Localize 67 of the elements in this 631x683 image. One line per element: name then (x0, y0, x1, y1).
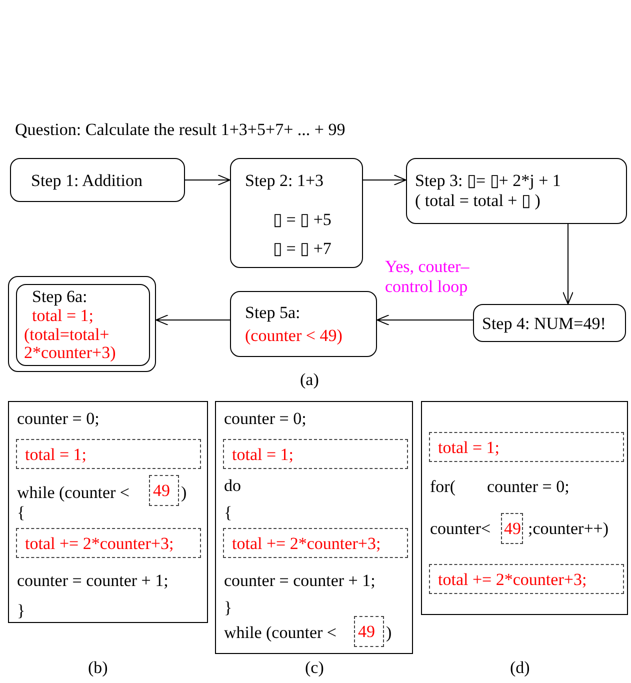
code-line: 49 (504, 519, 521, 539)
dashed-highlight-box (16, 528, 201, 558)
code-panel (8, 401, 208, 623)
subfigure-caption: (a) (300, 370, 319, 390)
arrow (376, 314, 474, 326)
step-text: Step 2: 1+3 (245, 171, 324, 191)
step-text: (total=total+ 2*counter+3) (24, 326, 117, 362)
code-line: } (224, 598, 232, 618)
arrow (156, 314, 230, 326)
arrow (184, 174, 230, 186)
step-text: (counter < 49) (245, 326, 342, 346)
step-text: ( total = total + ▯ ) (415, 191, 540, 211)
step-text: Step 5a: (245, 303, 300, 323)
code-panel (421, 401, 628, 615)
code-line: } (17, 601, 26, 621)
code-line: total = 1; (232, 445, 294, 465)
code-panel (215, 401, 413, 654)
arrow (362, 174, 406, 186)
code-line: do (224, 476, 241, 496)
code-line: counter = 0; (224, 409, 306, 429)
code-line: for( (430, 477, 456, 497)
dashed-highlight-box (354, 616, 384, 647)
code-line: 49 (358, 622, 375, 642)
step-box (473, 304, 626, 342)
step-text: ▯ = ▯ +7 (273, 239, 332, 259)
code-line: while (counter < (224, 623, 336, 643)
code-line: counter = counter + 1; (224, 571, 376, 591)
step-text: total = 1; (32, 306, 94, 326)
code-line: total = 1; (438, 438, 500, 458)
code-line: counter = counter + 1; (17, 571, 168, 591)
dashed-highlight-box (501, 513, 523, 544)
dashed-highlight-box (429, 564, 624, 594)
step-text: Step 1: Addition (31, 171, 142, 191)
code-line: ;counter++) (528, 519, 609, 539)
dashed-highlight-box (223, 528, 408, 558)
code-line: counter< (430, 519, 491, 539)
code-line: 49 (153, 481, 170, 501)
step-box (16, 284, 150, 366)
code-line: while (counter < (17, 483, 130, 503)
step-box (10, 158, 185, 202)
code-line: total = 1; (25, 445, 87, 465)
code-line: ) (181, 483, 187, 503)
question-title: Question: Calculate the result 1+3+5+7+ ... + 99 (15, 120, 346, 140)
code-line: { (224, 503, 232, 523)
subfigure-caption: (b) (88, 658, 108, 678)
step-text: Step 6a: (32, 287, 88, 307)
dashed-highlight-box (223, 439, 408, 469)
step-box (230, 291, 377, 357)
code-line: { (17, 503, 26, 523)
step-text: Step 4: NUM=49! (482, 314, 606, 334)
code-line: total += 2*counter+3; (25, 534, 174, 554)
subfigure-caption: (c) (305, 658, 324, 678)
outer-box (8, 276, 156, 372)
code-line: total += 2*counter+3; (232, 534, 381, 554)
subfigure-caption: (d) (510, 658, 530, 678)
step-text: ▯ = ▯ +5 (273, 210, 332, 230)
dashed-highlight-box (16, 439, 201, 469)
code-line: counter = 0; (17, 409, 100, 429)
code-line: ) (386, 623, 392, 643)
step-box (406, 158, 627, 224)
code-line: counter = 0; (487, 477, 570, 497)
dashed-highlight-box (149, 475, 179, 506)
code-line: total += 2*counter+3; (438, 570, 587, 590)
step-box (230, 158, 363, 268)
dashed-highlight-box (429, 432, 624, 462)
step-text: Step 3: ▯= ▯+ 2*j + 1 (415, 171, 561, 191)
arrow (562, 224, 574, 304)
